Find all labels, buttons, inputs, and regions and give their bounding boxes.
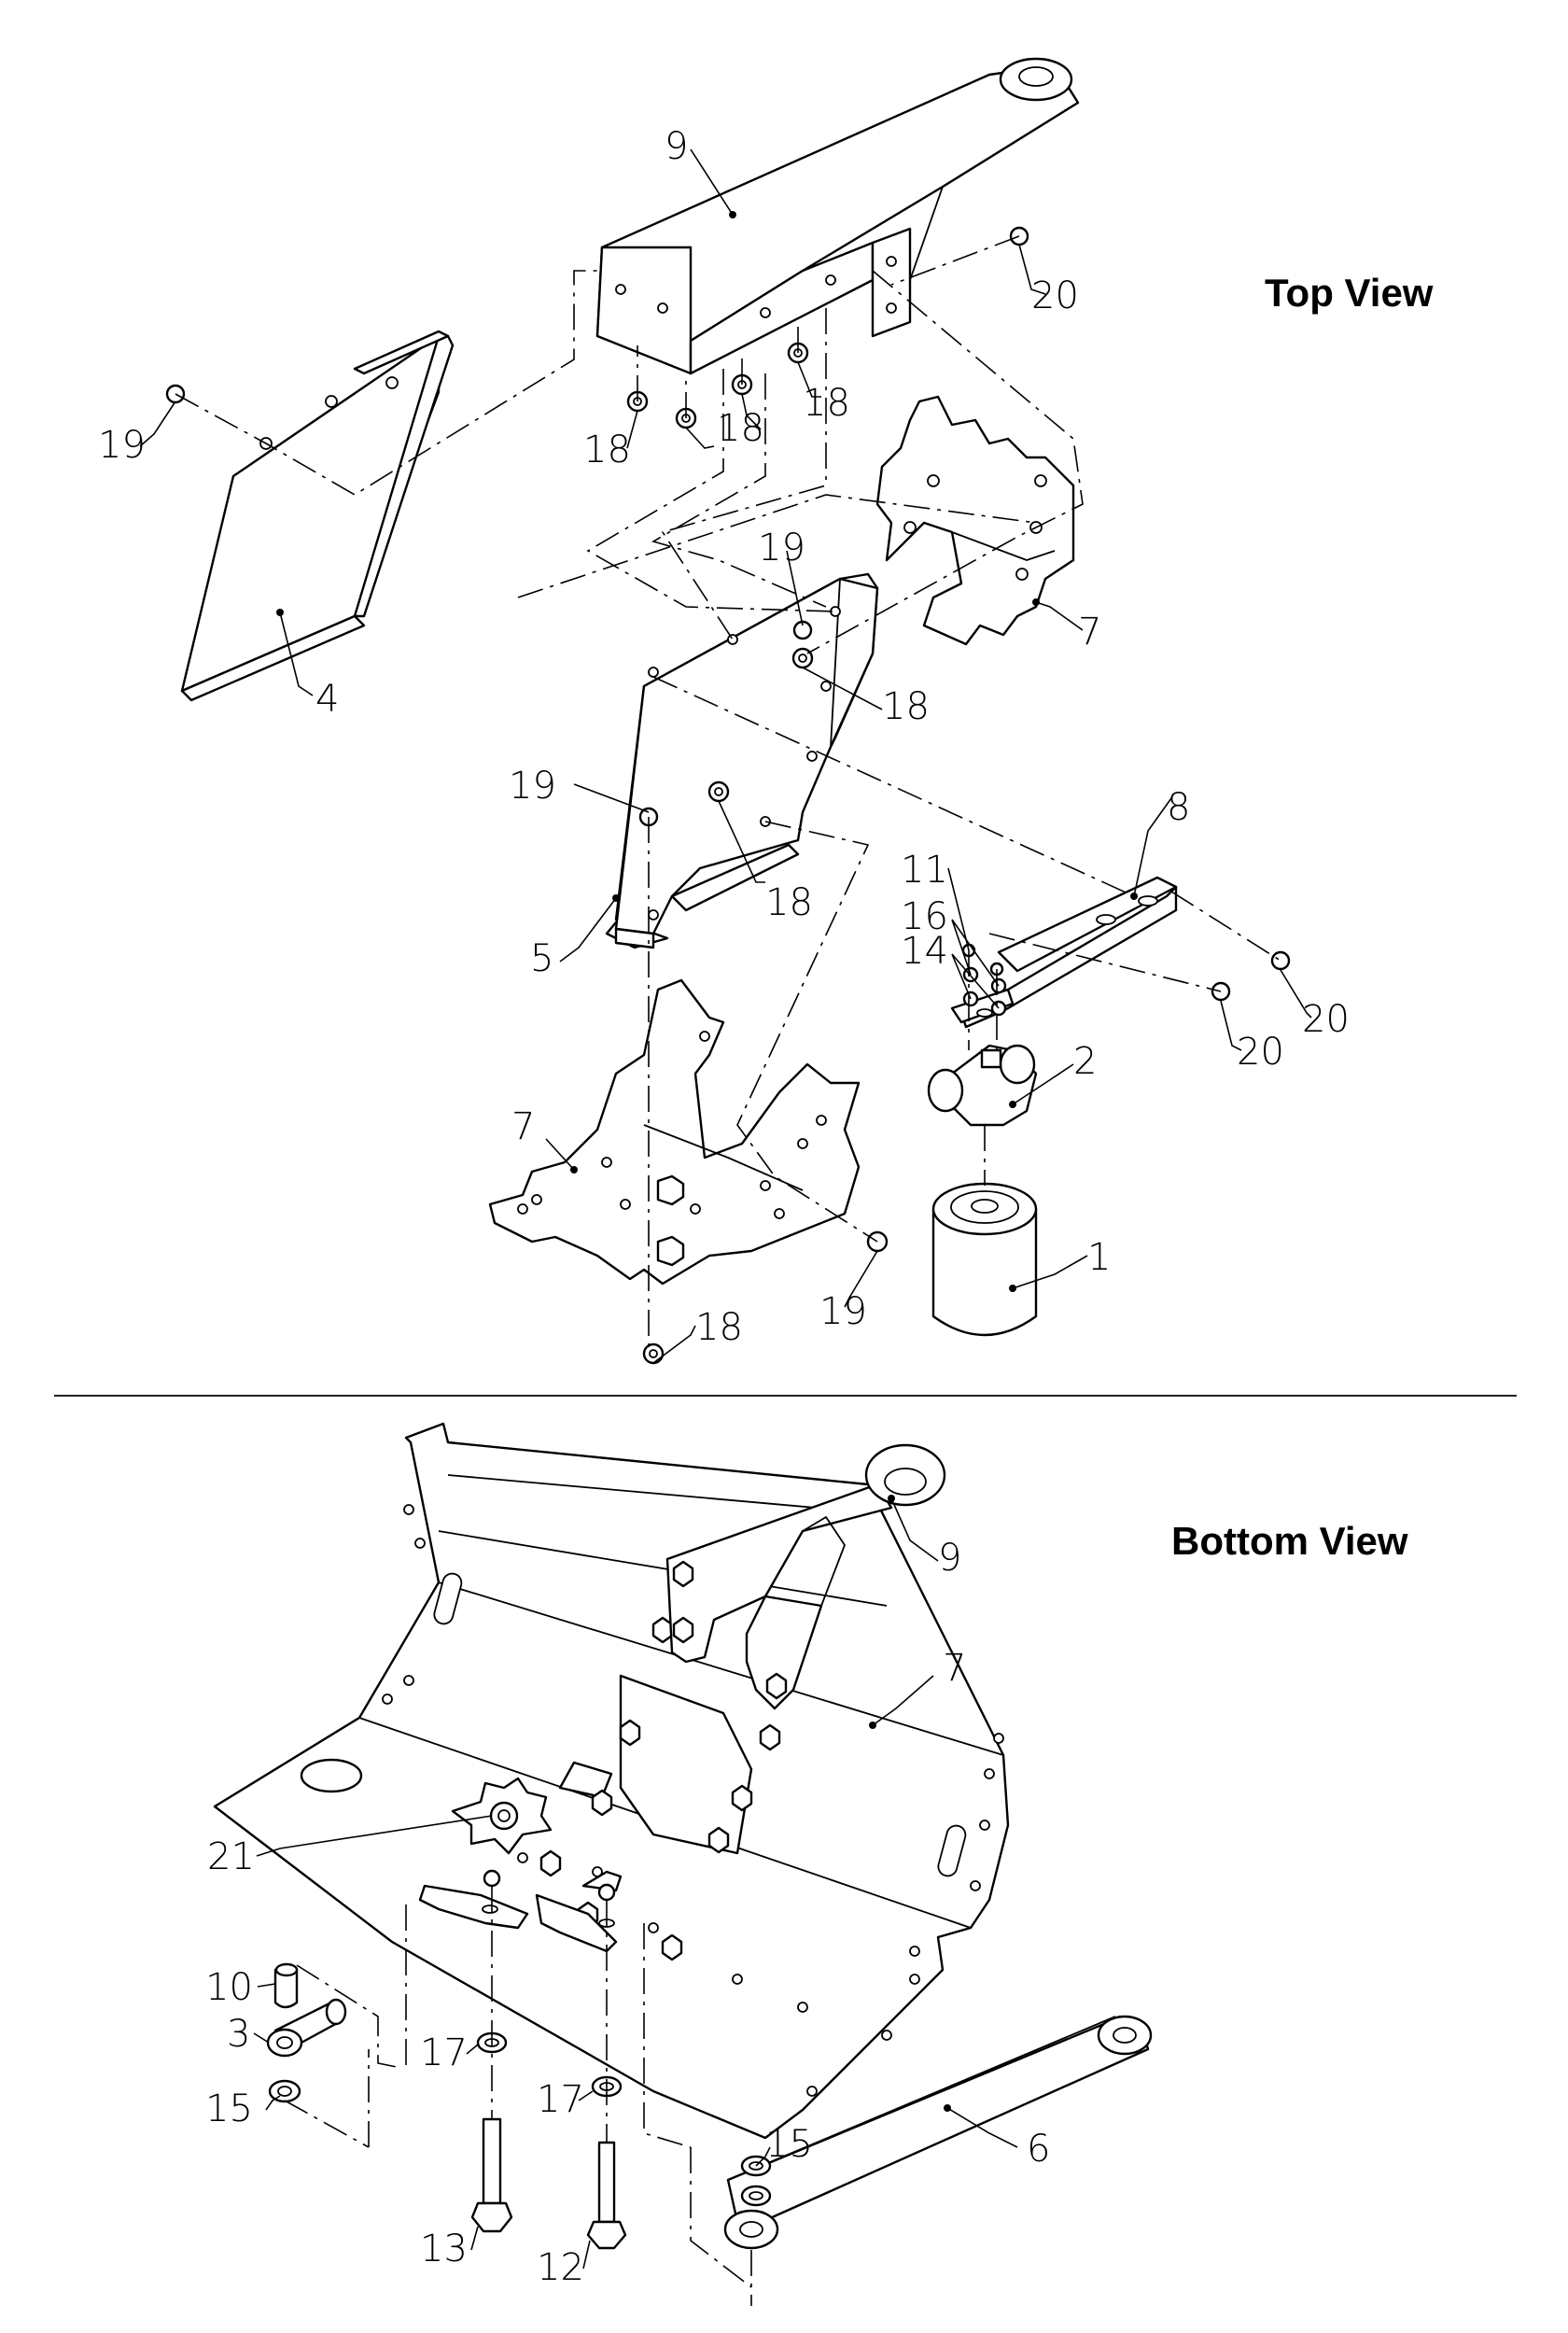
top-fasteners — [165, 226, 1291, 1365]
top-view-title: Top View — [1265, 271, 1434, 315]
callout-18-e: 18 — [765, 881, 813, 924]
callout-19-bottom: 19 — [819, 1290, 867, 1333]
callout-18-b: 18 — [717, 407, 764, 450]
bottom-phantom-lines — [284, 1886, 752, 2306]
callout-19-mid: 19 — [758, 527, 805, 569]
part-7-main-plate — [213, 1422, 1010, 2140]
part-8-bracket — [950, 876, 1178, 1029]
part-9-bracket-bottom — [665, 1443, 946, 1710]
callout-18-bottom: 18 — [695, 1306, 743, 1349]
callout-3: 3 — [227, 2013, 250, 2056]
callout-1: 1 — [1087, 1236, 1111, 1279]
callout-19-lower: 19 — [509, 765, 556, 808]
callout-2: 2 — [1073, 1040, 1097, 1083]
part-7-upper-plate — [875, 395, 1075, 646]
callout-20-upper: 20 — [1031, 274, 1079, 317]
part-6-arm — [723, 2015, 1153, 2250]
callout-17-left: 17 — [420, 2031, 468, 2074]
callout-18-a: 18 — [583, 429, 631, 471]
callout-14: 14 — [901, 930, 948, 973]
top-callout-leaders — [139, 148, 1312, 1364]
part-21-flange — [451, 1777, 553, 1855]
callout-11: 11 — [901, 849, 948, 892]
top-phantom-lines — [175, 235, 1281, 1354]
callout-20-lower: 20 — [1237, 1031, 1284, 1074]
callout-10: 10 — [205, 1966, 253, 2009]
part-7-lower-plate — [488, 978, 861, 1286]
part-9-arm-bracket — [595, 57, 1080, 375]
part-5-bracket — [605, 572, 879, 949]
part-2-filter-head — [927, 1044, 1038, 1127]
bottom-view-title: Bottom View — [1171, 1519, 1408, 1563]
callout-9-bottom: 9 — [938, 1537, 961, 1580]
callout-17-right: 17 — [537, 2078, 584, 2121]
bottom-brackets — [418, 1869, 623, 1953]
bottom-callout-labels: 9 7 21 10 3 15 17 17 15 6 13 12 — [205, 1537, 1050, 2289]
callout-13: 13 — [420, 2228, 468, 2270]
callout-12: 12 — [537, 2246, 584, 2289]
callout-7-upper: 7 — [1078, 611, 1101, 654]
callout-7-bottom: 7 — [943, 1647, 966, 1690]
callout-15-right: 15 — [765, 2123, 813, 2166]
callout-21: 21 — [207, 1835, 255, 1878]
callout-19-left: 19 — [98, 424, 146, 467]
bottom-callout-leaders — [253, 1497, 1018, 2270]
callout-6: 6 — [1027, 2128, 1050, 2171]
callout-18-c: 18 — [803, 382, 850, 425]
callout-20-right: 20 — [1302, 998, 1350, 1041]
top-view: Top View — [98, 57, 1434, 1365]
callout-7-lower: 7 — [511, 1105, 535, 1148]
part-4-plate — [180, 330, 455, 702]
callout-15-left: 15 — [205, 2087, 253, 2130]
callout-16: 16 — [901, 895, 948, 938]
part-1-filter — [931, 1182, 1038, 1337]
top-callout-labels: 9 20 19 18 18 18 19 7 4 18 19 8 11 16 14… — [98, 125, 1350, 1349]
callout-4: 4 — [315, 678, 339, 721]
bottom-view: Bottom View — [205, 1422, 1408, 2306]
callout-8: 8 — [1167, 786, 1190, 829]
callout-5: 5 — [530, 937, 553, 980]
callout-18-d: 18 — [882, 685, 930, 728]
callout-9-top: 9 — [665, 125, 688, 168]
